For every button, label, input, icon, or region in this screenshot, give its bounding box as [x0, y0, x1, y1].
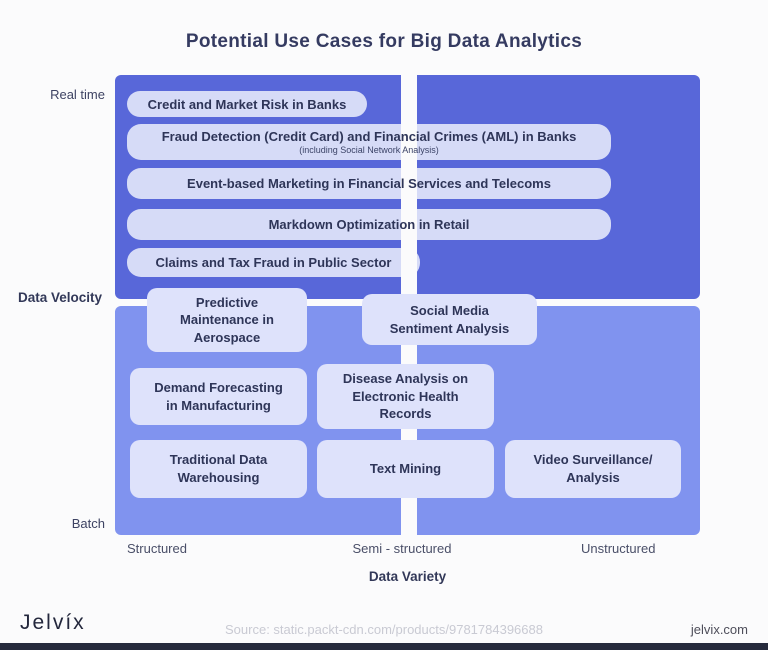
use-case-predictive-maintenance: Predictive Maintenance in Aerospace [147, 288, 307, 352]
use-case-label: Predictive Maintenance in Aerospace [180, 294, 274, 345]
use-case-video-surveillance: Video Surveillance/ Analysis [505, 440, 681, 498]
x-axis-tick-unstructured: Unstructured [581, 541, 656, 556]
use-case-demand-forecasting: Demand Forecasting in Manufacturing [130, 368, 307, 425]
use-case-text-mining: Text Mining [317, 440, 494, 498]
use-case-label: Video Surveillance/ Analysis [533, 452, 653, 485]
use-case-label: Traditional Data Warehousing [169, 452, 268, 485]
use-case-data-warehousing: Traditional Data Warehousing [130, 440, 307, 498]
use-case-sublabel: (including Social Network Analysis) [299, 145, 439, 155]
y-axis-tick-batch: Batch [71, 516, 105, 531]
use-case-label: Fraud Detection (Credit Card) and Financ… [161, 129, 577, 144]
use-case-label: Credit and Market Risk in Banks [147, 96, 347, 112]
x-axis-tick-structured: Structured [127, 541, 187, 556]
source-attribution: Source: static.packt-cdn.com/products/97… [225, 622, 543, 637]
jelvix-site-link[interactable]: jelvix.com [690, 622, 748, 637]
use-case-label: Event-based Marketing in Financial Servi… [187, 176, 551, 191]
use-case-claims-tax-fraud: Claims and Tax Fraud in Public Sector [127, 248, 420, 277]
use-case-label: Claims and Tax Fraud in Public Sector [155, 255, 392, 270]
use-case-credit-market-risk: Credit and Market Risk in Banks [127, 91, 367, 117]
y-axis-title: Data Velocity [17, 290, 103, 305]
use-case-social-media-sentiment: Social Media Sentiment Analysis [362, 294, 537, 345]
use-case-label: Disease Analysis on Electronic Health Re… [342, 371, 469, 422]
x-axis-tick-semi-structured: Semi - structured [352, 541, 452, 556]
x-axis-title: Data Variety [368, 569, 447, 584]
use-case-label: Demand Forecasting in Manufacturing [154, 379, 283, 413]
use-case-label: Text Mining [369, 461, 442, 477]
use-case-label: Markdown Optimization in Retail [268, 217, 470, 232]
bottom-bar [0, 643, 768, 650]
use-case-disease-analysis: Disease Analysis on Electronic Health Re… [317, 364, 494, 429]
use-case-label: Social Media Sentiment Analysis [389, 302, 510, 336]
jelvix-logo: Jelvíx [20, 611, 86, 634]
use-case-event-marketing: Event-based Marketing in Financial Servi… [127, 168, 611, 199]
y-axis-tick-real-time: Real time [50, 87, 105, 102]
use-case-markdown-optimization: Markdown Optimization in Retail [127, 209, 611, 240]
use-case-fraud-detection: Fraud Detection (Credit Card) and Financ… [127, 124, 611, 160]
page-title: Potential Use Cases for Big Data Analyti… [185, 31, 583, 52]
